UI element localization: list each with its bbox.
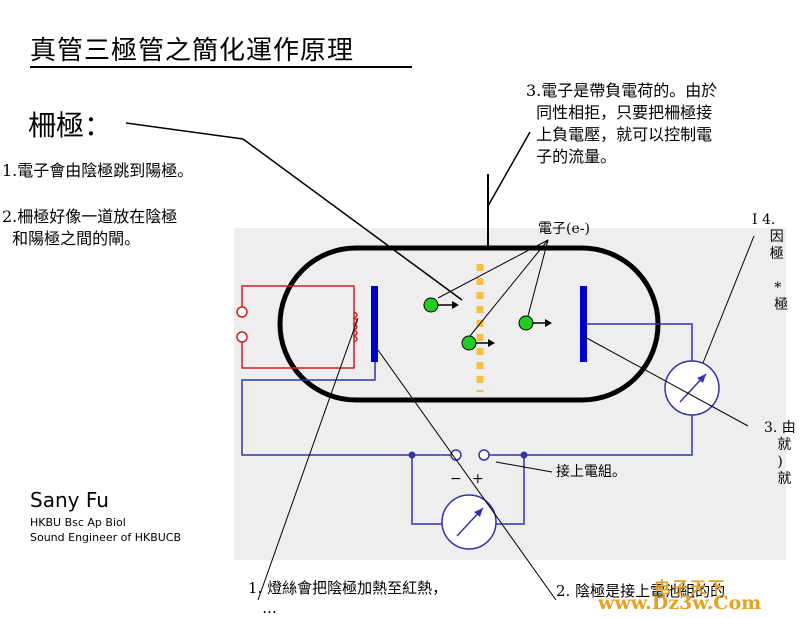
grid-callout-line: [125, 122, 463, 301]
control-flow-callout-line: [487, 131, 531, 207]
battery-label: 接上電組。: [556, 464, 626, 480]
note-bottom-1: 1. 燈絲會把陰極加熱至紅熱， ...: [248, 579, 448, 617]
anode-plate: [580, 286, 587, 362]
electrons: [423, 297, 552, 351]
heater-terminal-top: [236, 306, 248, 318]
minus-label: −: [450, 471, 462, 487]
page-title: 真管三極管之簡化運作原理: [30, 36, 355, 66]
author-role: Sound Engineer of HKBUCB: [30, 531, 182, 544]
note-control-flow: 3.電子是帶負電荷的。由於 同性相拒，只要把柵極接 上負電壓，就可以控制電 子的…: [526, 81, 718, 166]
watermark-url: www.Dz3w.Com: [598, 592, 762, 614]
author-degree: HKBU Bsc Ap Biol: [30, 516, 126, 529]
triode-diagram: − +: [125, 122, 786, 600]
note-right-4: I 4. 因 極 * 極: [752, 212, 789, 313]
filament-coil-icon: [352, 311, 358, 343]
title-underline: [30, 66, 412, 68]
electron: [518, 315, 534, 331]
electron: [423, 297, 439, 313]
note-right-3: 3. 由 就 ) 就: [764, 420, 796, 487]
heater-terminal-bottom: [236, 331, 248, 343]
grid-heading: 柵極：: [28, 109, 113, 142]
note-electron-travel: 1.電子會由陰極跳到陽極。: [2, 161, 194, 180]
meter-icon: [441, 494, 497, 550]
electrons-label: 電子(e-): [538, 221, 590, 237]
cathode-plate: [371, 286, 378, 362]
note-bottom-2: 2. 陰極是接上電池組的的: [556, 582, 726, 600]
ammeter-icon: [664, 360, 720, 416]
electron: [461, 335, 477, 351]
plate-circuit: [241, 323, 693, 525]
plus-label: +: [472, 471, 484, 487]
author-name: Sany Fu: [30, 488, 109, 512]
battery-terminal-plus: [478, 449, 490, 461]
note-grid-gate: 2.柵極好像一道放在陰極 和陽極之間的閘。: [2, 207, 178, 248]
watermark-text: 电子天下: [654, 578, 727, 597]
heater-circuit: [236, 285, 358, 369]
